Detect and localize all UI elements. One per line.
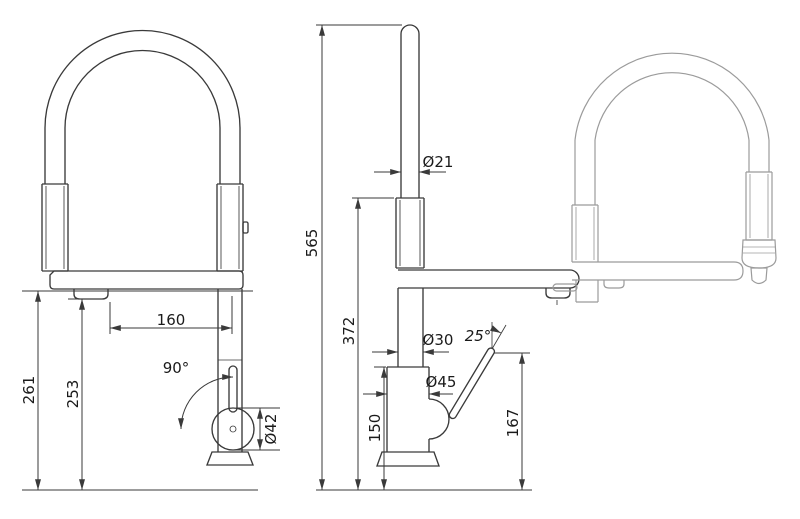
spout-arm <box>398 269 580 289</box>
dim-handle-diameter: Ø42 <box>236 407 280 451</box>
front-view <box>22 29 258 491</box>
dim-lever-tilt-angle: 25° <box>465 322 507 350</box>
dim-handle-swivel-angle: 90° <box>163 359 234 430</box>
handle-lever-front <box>228 365 238 413</box>
dim-height-253: 253 <box>64 298 96 490</box>
dim-spout-tube-diameter: Ø21 <box>374 153 454 175</box>
spout-height-label: 372 <box>340 317 358 346</box>
side-view <box>316 24 580 491</box>
front-view-dimensions: 160 90° Ø42 261 253 <box>20 291 280 490</box>
left-spring-sleeve <box>41 183 69 272</box>
handle-swivel-angle-label: 90° <box>163 359 190 377</box>
perspective-water-outlet <box>603 280 625 289</box>
riser-tube <box>400 24 420 198</box>
dim-overall-height: 565 <box>303 24 402 490</box>
perspective-right-sleeve <box>745 171 773 241</box>
riser-diameter-label: Ø30 <box>423 331 454 349</box>
side-view-dimensions: 565 372 150 Ø21 Ø30 Ø45 <box>303 24 530 490</box>
spring-sleeve-side <box>395 197 425 269</box>
right-spring-sleeve <box>216 183 244 272</box>
handle-base-circle <box>211 407 255 451</box>
overall-height-label: 565 <box>303 229 321 258</box>
spout-bracket <box>49 270 244 290</box>
body-height-label: 150 <box>366 414 384 443</box>
height-261-label: 261 <box>20 376 38 405</box>
spout-reach-label: 160 <box>157 311 186 329</box>
lever-tilt-angle-label: 25° <box>465 327 492 345</box>
height-253-label: 253 <box>64 380 82 409</box>
perspective-bracket-arm <box>572 261 744 281</box>
dim-spout-reach: 160 <box>109 296 233 334</box>
spout-arch <box>44 29 241 184</box>
perspective-view <box>552 52 777 303</box>
diverter-button <box>242 221 249 234</box>
spout-tube-diameter-label: Ø21 <box>423 153 454 171</box>
base-flange-front <box>206 451 254 466</box>
body-diameter-label: Ø45 <box>426 373 457 391</box>
dim-body-height: 150 <box>366 366 387 490</box>
perspective-left-sleeve <box>571 204 599 262</box>
spray-outlet-side <box>545 288 571 305</box>
handle-diameter-label: Ø42 <box>262 414 280 445</box>
dim-riser-diameter: Ø30 <box>372 331 454 355</box>
perspective-body <box>552 280 599 303</box>
body-cylinder <box>386 366 430 452</box>
dim-lever-top-height: 167 <box>494 352 530 490</box>
dim-height-261: 261 <box>20 291 41 490</box>
base-flange-side <box>376 451 440 467</box>
perspective-spout-arch <box>574 52 770 205</box>
valve-dome <box>428 398 450 440</box>
lever-top-height-label: 167 <box>504 409 522 438</box>
dim-spout-height: 372 <box>340 197 394 490</box>
spray-head <box>741 239 777 285</box>
dim-body-diameter: Ø45 <box>363 373 457 397</box>
lower-riser <box>397 288 424 367</box>
